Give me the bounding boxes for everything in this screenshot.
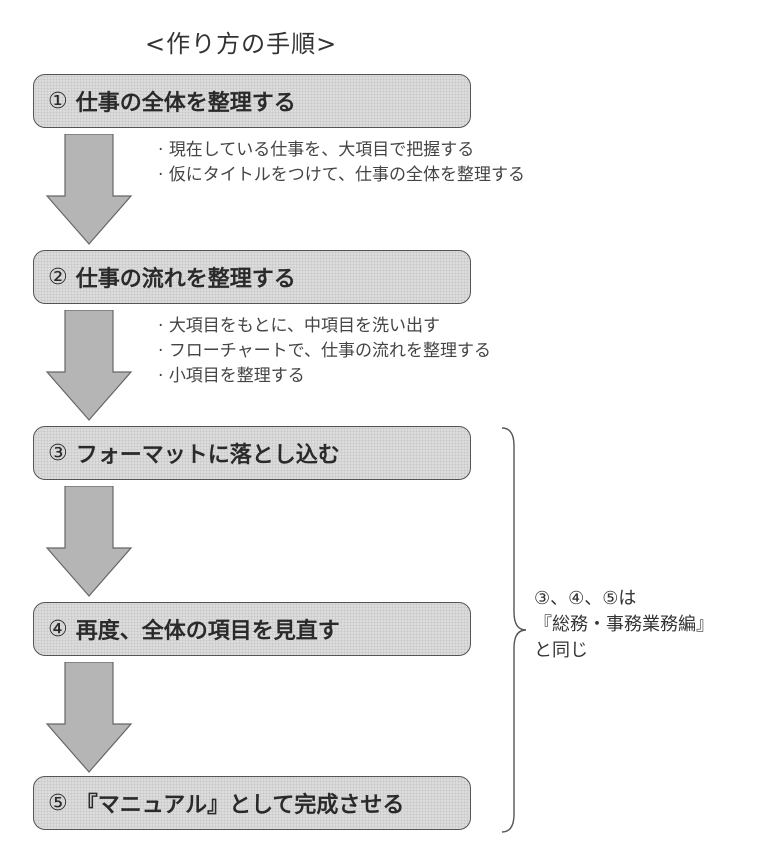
step-3-number: ③: [48, 440, 68, 466]
step-1-label: 仕事の全体を整理する: [75, 91, 296, 116]
down-arrow-icon: [45, 134, 133, 245]
step-1-number: ①: [48, 88, 68, 114]
step-2-label: 仕事の流れを整理する: [75, 267, 296, 292]
note-item: 仮にタイトルをつけて、仕事の全体を整理する: [158, 163, 525, 188]
side-note-line-2: 『総務・事務業務編』: [534, 614, 714, 635]
side-note-line-3: と同じ: [534, 640, 588, 661]
down-arrow-icon: [45, 662, 133, 773]
note-item: フローチャートで、仕事の流れを整理する: [158, 339, 491, 364]
step-4-label: 再度、全体の項目を見直す: [75, 619, 340, 644]
down-arrow-icon: [45, 486, 133, 597]
step-3-box: ③ フォーマットに落とし込む: [33, 426, 471, 480]
step-5-number: ⑤: [48, 790, 68, 816]
side-note: ③、④、⑤は 『総務・事務業務編』 と同じ: [534, 586, 714, 664]
step-4-number: ④: [48, 616, 68, 642]
note-item: 大項目をもとに、中項目を洗い出す: [158, 314, 491, 339]
diagram-title: <作り方の手順>: [145, 30, 338, 58]
step-2-box: ② 仕事の流れを整理する: [33, 250, 471, 304]
step-3-label: フォーマットに落とし込む: [75, 443, 340, 468]
curly-brace: [501, 427, 527, 833]
step-4-box: ④ 再度、全体の項目を見直す: [33, 602, 471, 656]
step-5-box: ⑤ 『マニュアル』として完成させる: [33, 776, 471, 830]
step-2-number: ②: [48, 264, 68, 290]
step-1-box: ① 仕事の全体を整理する: [33, 74, 471, 128]
note-item: 小項目を整理する: [158, 364, 491, 389]
step-5-label: 『マニュアル』として完成させる: [75, 793, 405, 818]
step-2-notes: 大項目をもとに、中項目を洗い出す フローチャートで、仕事の流れを整理する 小項目…: [158, 314, 491, 389]
step-1-notes: 現在している仕事を、大項目で把握する 仮にタイトルをつけて、仕事の全体を整理する: [158, 138, 525, 188]
note-item: 現在している仕事を、大項目で把握する: [158, 138, 525, 163]
side-note-line-1: ③、④、⑤は: [534, 588, 637, 609]
down-arrow-icon: [45, 310, 133, 421]
